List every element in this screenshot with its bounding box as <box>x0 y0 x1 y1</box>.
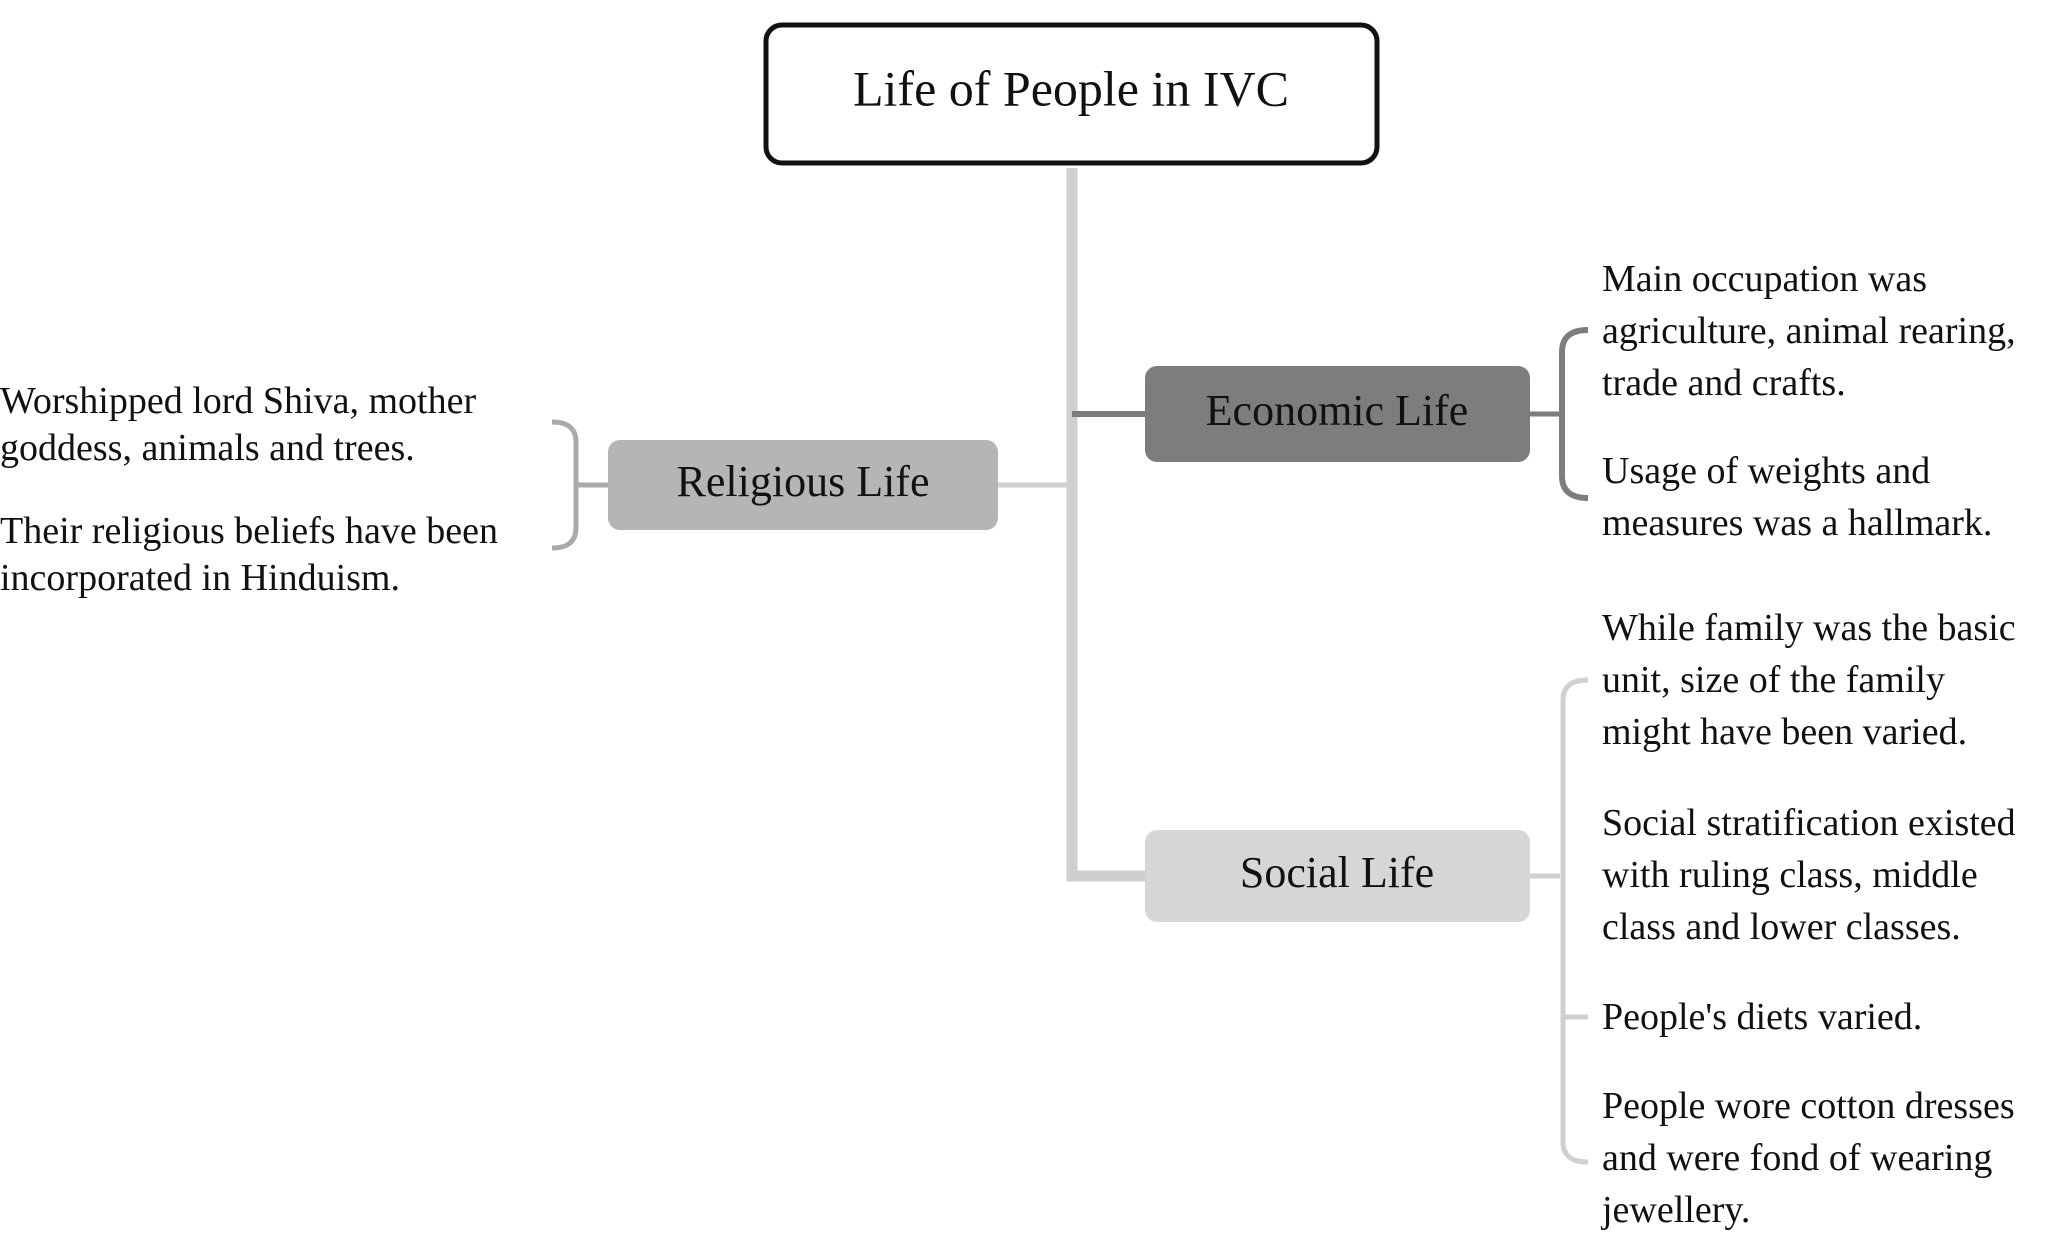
leaf-item: Their religious beliefs have been incorp… <box>0 510 508 599</box>
religious-items: Worshipped lord Shiva, mother goddess, a… <box>0 380 508 599</box>
branch-node-religious-box <box>608 440 998 530</box>
branch-node-religious: Religious Life <box>608 440 998 530</box>
leaf-line: While family was the basic <box>1602 607 2016 649</box>
leaf-line: with ruling class, middle <box>1602 854 1978 896</box>
root-node: Life of People in IVC <box>763 22 1380 166</box>
leaf-line: incorporated in Hinduism. <box>0 557 400 599</box>
leaf-line: People wore cotton dresses <box>1602 1085 2015 1127</box>
leaf-line: trade and crafts. <box>1602 362 1846 404</box>
leaf-line: Social stratification existed <box>1602 802 2016 844</box>
connectors <box>998 168 1560 882</box>
branch-node-social: Social Life <box>1145 830 1530 922</box>
branch-node-economic-box <box>1145 366 1530 462</box>
leaf-line: jewellery. <box>1600 1189 1750 1231</box>
leaf-line: might have been varied. <box>1602 711 1967 753</box>
branch-node-economic: Economic Life <box>1145 366 1530 462</box>
branch-node-religious-label: Religious Life <box>677 457 930 506</box>
brackets <box>551 327 1589 1165</box>
branch-node-economic-label: Economic Life <box>1206 386 1469 435</box>
economic-bracket <box>1559 327 1589 501</box>
leaf-line: People's diets varied. <box>1602 996 1922 1038</box>
leaf-item: Worshipped lord Shiva, mother goddess, a… <box>0 380 486 469</box>
root-node-box <box>763 22 1380 166</box>
leaf-item: Main occupation was agriculture, animal … <box>1602 258 2025 404</box>
leaf-line: measures was a hallmark. <box>1602 502 1992 544</box>
branch-node-social-label: Social Life <box>1240 848 1434 897</box>
leaf-item: Social stratification existed with rulin… <box>1602 802 2025 948</box>
social-items: While family was the basic unit, size of… <box>1600 607 2025 1231</box>
leaf-item: While family was the basic unit, size of… <box>1602 607 2025 753</box>
leaf-item: People's diets varied. <box>1602 996 1922 1038</box>
leaf-line: goddess, animals and trees. <box>0 427 415 469</box>
branch-node-social-box <box>1145 830 1530 922</box>
leaf-item: Usage of weights and measures was a hall… <box>1602 450 1992 544</box>
religious-bracket <box>551 419 608 551</box>
leaf-line: agriculture, animal rearing, <box>1602 310 2016 352</box>
leaf-line: unit, size of the family <box>1602 659 1945 701</box>
root-node-label: Life of People in IVC <box>853 60 1289 116</box>
main-trunk-connector <box>1066 168 1145 882</box>
leaf-line: and were fond of wearing <box>1602 1137 1992 1179</box>
social-bracket <box>1560 677 1589 1165</box>
leaf-item: People wore cotton dresses and were fond… <box>1600 1085 2024 1231</box>
leaf-line: class and lower classes. <box>1602 906 1961 948</box>
economic-items: Main occupation was agriculture, animal … <box>1602 258 2025 544</box>
leaf-line: Main occupation was <box>1602 258 1927 300</box>
leaf-line: Usage of weights and <box>1602 450 1930 492</box>
leaf-line: Worshipped lord Shiva, mother <box>0 380 476 422</box>
leaf-line: Their religious beliefs have been <box>0 510 498 552</box>
